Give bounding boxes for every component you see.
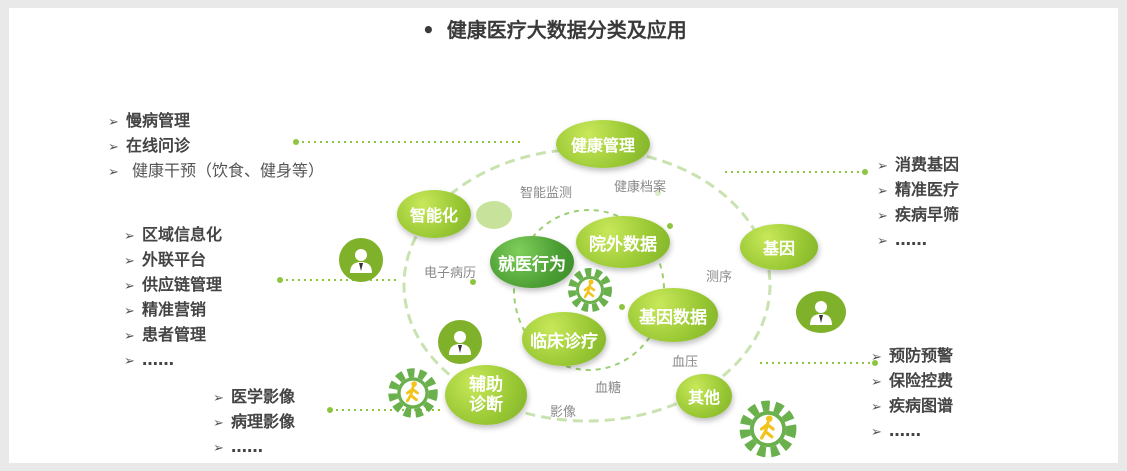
- bubble-gene-data: 基因数据: [628, 288, 718, 342]
- list-item: ➢ 慢病管理: [108, 109, 324, 134]
- list-item-text: 疾病早筛: [895, 205, 960, 224]
- person-icon: [339, 238, 383, 282]
- list-item-text: ……: [231, 437, 263, 456]
- gear-walker-icon: [568, 268, 612, 312]
- list-item-text: ……: [895, 230, 927, 249]
- list-item-text: 供应链管理: [142, 275, 223, 294]
- bubble-assist-line1: 辅助: [469, 375, 503, 395]
- frame-bottom: [0, 463, 1127, 471]
- bubble-assist-diagnosis: 辅助 诊断: [445, 365, 527, 425]
- bubble-assist-line2: 诊断: [469, 395, 503, 415]
- frame-top: [0, 0, 1127, 8]
- list-item-text: ……: [889, 421, 921, 440]
- list-item-text: 预防预警: [889, 346, 954, 365]
- list-item: ➢ 预防预警: [871, 344, 953, 369]
- list-item: ➢ 疾病图谱: [871, 394, 953, 419]
- gear-walker-icon: [388, 368, 438, 418]
- list-item: ➢ ……: [124, 348, 222, 373]
- list-top-left: ➢ 慢病管理 ➢ 在线问诊 ➢ 健康干预（饮食、健身等）: [108, 109, 324, 184]
- label-health-record: 健康档案: [614, 180, 667, 195]
- list-item: ➢ ……: [877, 228, 959, 253]
- label-blood-sugar: 血糖: [595, 381, 622, 396]
- bubble-other: 其他: [676, 374, 732, 418]
- list-item: ➢ 健康干预（饮食、健身等）: [108, 159, 324, 184]
- list-bottom-right: ➢ 预防预警 ➢ 保险控费 ➢ 疾病图谱 ➢ ……: [871, 344, 953, 444]
- list-item-text: 患者管理: [142, 325, 207, 344]
- person-icon: [438, 320, 482, 364]
- bullet-arrow-icon: ➢: [871, 375, 882, 390]
- list-item-text: 疾病图谱: [889, 396, 954, 415]
- list-bottom-left: ➢ 医学影像 ➢ 病理影像 ➢ ……: [213, 385, 295, 460]
- label-imaging: 影像: [550, 405, 577, 420]
- bullet-arrow-icon: ➢: [124, 304, 135, 319]
- list-item: ➢ 精准营销: [124, 298, 222, 323]
- list-item-text: 区域信息化: [142, 225, 223, 244]
- label-emr: 电子病历: [424, 266, 477, 281]
- list-item: ➢ 外联平台: [124, 248, 222, 273]
- list-item-text: 病理影像: [231, 412, 296, 431]
- bubble-medical-behavior: 就医行为: [490, 236, 574, 288]
- list-item: ➢ ……: [213, 435, 295, 460]
- frame-right: [1118, 0, 1127, 471]
- bullet-arrow-icon: ➢: [108, 115, 119, 130]
- list-item-text: 保险控费: [889, 371, 954, 390]
- label-smart-monitor: 智能监测: [520, 186, 573, 201]
- bubble-clinical: 临床诊疗: [522, 312, 606, 366]
- list-item-text: 消费基因: [895, 155, 960, 174]
- bubble-health-management: 健康管理: [556, 120, 650, 168]
- bullet-arrow-icon: ➢: [877, 184, 888, 199]
- person-icon: [796, 291, 846, 333]
- list-item: ➢ ……: [871, 419, 953, 444]
- bubble-outpatient-data: 院外数据: [576, 216, 670, 268]
- bullet-arrow-icon: ➢: [124, 229, 135, 244]
- list-item-text: 健康干预（饮食、健身等）: [132, 161, 325, 180]
- list-item-text: 外联平台: [142, 250, 207, 269]
- list-item: ➢ 疾病早筛: [877, 203, 959, 228]
- bullet-arrow-icon: ➢: [877, 234, 888, 249]
- bullet-arrow-icon: ➢: [124, 279, 135, 294]
- gear-walker-icon: [739, 400, 797, 458]
- list-item: ➢ 在线问诊: [108, 134, 324, 159]
- list-item: ➢ 精准医疗: [877, 178, 959, 203]
- bullet-arrow-icon: ➢: [213, 441, 224, 456]
- list-item-text: ……: [142, 350, 174, 369]
- bullet-arrow-icon: ➢: [877, 159, 888, 174]
- list-mid-left: ➢ 区域信息化 ➢ 外联平台 ➢ 供应链管理 ➢ 精准营销 ➢ 患者管理 ➢ ……: [124, 223, 222, 373]
- label-blood-pressure: 血压: [672, 355, 699, 370]
- title-bullet: •: [422, 18, 435, 42]
- bubble-decor: [476, 201, 512, 229]
- bullet-arrow-icon: ➢: [108, 140, 119, 155]
- list-item-text: 慢病管理: [126, 111, 191, 130]
- bullet-arrow-icon: ➢: [213, 391, 224, 406]
- bullet-arrow-icon: ➢: [871, 425, 882, 440]
- list-item: ➢ 供应链管理: [124, 273, 222, 298]
- list-top-right: ➢ 消费基因 ➢ 精准医疗 ➢ 疾病早筛 ➢ ……: [877, 153, 959, 253]
- bullet-arrow-icon: ➢: [124, 254, 135, 269]
- bullet-arrow-icon: ➢: [108, 165, 119, 180]
- bullet-arrow-icon: ➢: [124, 329, 135, 344]
- list-item: ➢ 病理影像: [213, 410, 295, 435]
- bullet-arrow-icon: ➢: [213, 416, 224, 431]
- bullet-arrow-icon: ➢: [877, 209, 888, 224]
- title-text: 健康医疗大数据分类及应用: [446, 18, 687, 42]
- bubble-gene: 基因: [740, 224, 818, 270]
- label-sequencing: 测序: [706, 270, 733, 285]
- list-item: ➢ 患者管理: [124, 323, 222, 348]
- list-item-text: 精准营销: [142, 300, 207, 319]
- frame-left: [0, 0, 9, 471]
- slide-title: • 健康医疗大数据分类及应用: [422, 14, 687, 43]
- list-item-text: 医学影像: [231, 387, 296, 406]
- bubble-smart: 智能化: [397, 190, 471, 238]
- list-item: ➢ 区域信息化: [124, 223, 222, 248]
- list-item-text: 精准医疗: [895, 180, 960, 199]
- list-item: ➢ 保险控费: [871, 369, 953, 394]
- list-item: ➢ 消费基因: [877, 153, 959, 178]
- bullet-arrow-icon: ➢: [871, 400, 882, 415]
- bullet-arrow-icon: ➢: [124, 354, 135, 369]
- list-item-text: 在线问诊: [126, 136, 191, 155]
- list-item: ➢ 医学影像: [213, 385, 295, 410]
- bullet-arrow-icon: ➢: [871, 350, 882, 365]
